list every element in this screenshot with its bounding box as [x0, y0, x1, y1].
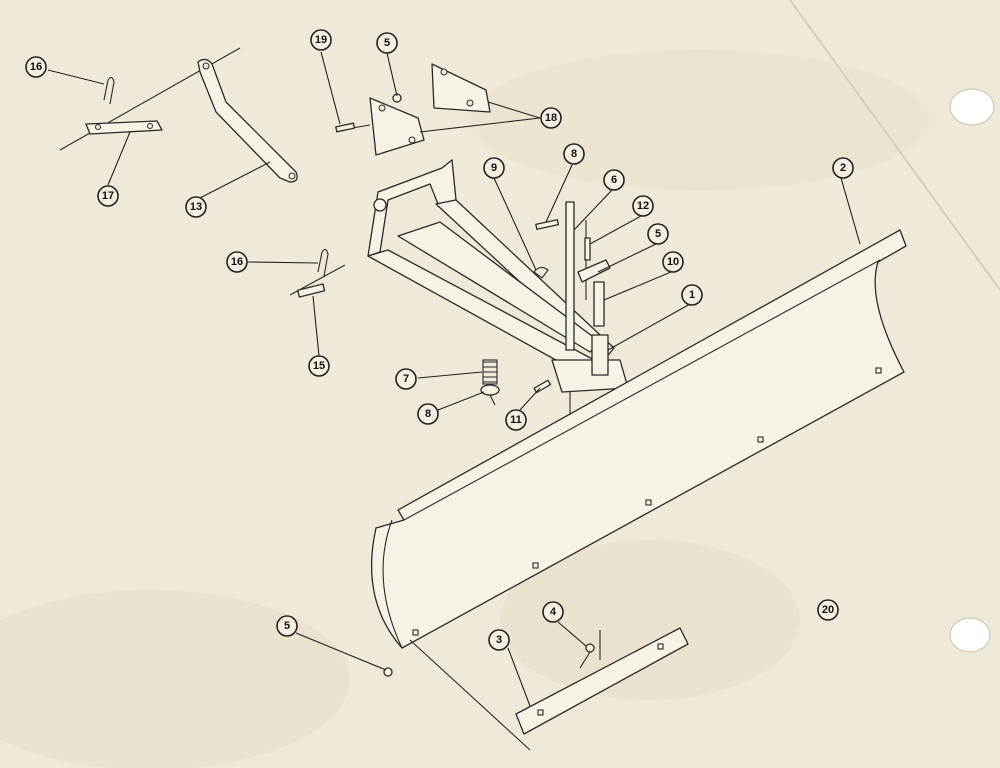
- callout-20: 20: [817, 599, 839, 621]
- callout-16-top: 16: [25, 56, 47, 78]
- svg-text:12: 12: [637, 200, 649, 212]
- svg-text:15: 15: [313, 360, 325, 372]
- callout-17: 17: [97, 185, 119, 207]
- callout-19: 19: [310, 29, 332, 51]
- part-3-cutting-edge: [409, 627, 689, 751]
- part-13-bolt: [584, 237, 591, 261]
- part-17-bar: [85, 120, 163, 135]
- svg-text:5: 5: [384, 37, 390, 49]
- svg-text:9: 9: [491, 162, 497, 174]
- svg-text:17: 17: [102, 190, 114, 202]
- callout-2: 2: [832, 157, 854, 179]
- part-14-arm: [197, 58, 298, 183]
- svg-text:16: 16: [30, 61, 42, 73]
- svg-text:3: 3: [496, 634, 502, 646]
- callout-7: 7: [395, 368, 417, 390]
- part-15-pin: [297, 283, 326, 298]
- part-10-clip: [533, 266, 549, 279]
- svg-text:13: 13: [190, 201, 202, 213]
- callout-6: 6: [603, 169, 625, 191]
- svg-text:8: 8: [571, 148, 577, 160]
- binder-hole-top: [949, 88, 995, 126]
- svg-text:20: 20: [822, 604, 834, 616]
- part-16-cotter-pin-mid: [317, 248, 329, 277]
- callout-14: 13: [185, 196, 207, 218]
- callout-16-mid: 16: [226, 251, 248, 273]
- svg-text:5: 5: [655, 228, 661, 240]
- svg-text:2: 2: [840, 162, 846, 174]
- callout-8: 8: [417, 403, 439, 425]
- svg-text:1: 1: [689, 289, 695, 301]
- svg-text:11: 11: [510, 414, 522, 426]
- part-7-spring: [482, 359, 498, 385]
- callout-5-bottom: 5: [276, 615, 298, 637]
- svg-text:16: 16: [231, 256, 243, 268]
- callout-13: 12: [632, 195, 654, 217]
- svg-text:7: 7: [403, 373, 409, 385]
- callout-5-mid: 5: [647, 223, 669, 245]
- svg-text:8: 8: [425, 408, 431, 420]
- callout-4: 4: [542, 601, 564, 623]
- svg-text:5: 5: [284, 620, 290, 632]
- callout-12: 11: [505, 409, 527, 431]
- part-5-plate-mid: [577, 259, 611, 283]
- callout-11: 10: [662, 251, 684, 273]
- part-6-rod: [565, 201, 575, 351]
- part-19-bolt: [335, 122, 356, 133]
- svg-text:18: 18: [545, 112, 557, 124]
- callout-9: 8: [563, 143, 585, 165]
- part-8-washer: [480, 384, 500, 396]
- callout-3: 3: [488, 629, 510, 651]
- part-18-plates: [369, 63, 491, 156]
- callout-15: 15: [308, 355, 330, 377]
- part-11-sleeve: [593, 281, 605, 327]
- svg-text:10: 10: [667, 256, 679, 268]
- callout-18: 18: [540, 107, 562, 129]
- callout-leaders: [47, 51, 861, 707]
- binder-hole-bottom: [949, 617, 991, 653]
- svg-text:4: 4: [550, 606, 557, 618]
- part-4-bolt: [579, 643, 595, 669]
- callout-10: 9: [483, 157, 505, 179]
- part-2-blade: [370, 229, 907, 649]
- svg-text:19: 19: [315, 34, 327, 46]
- svg-text:6: 6: [611, 174, 617, 186]
- callout-5-top: 5: [376, 32, 398, 54]
- callout-1: 1: [681, 284, 703, 306]
- part-16-cotter-pin-top: [103, 76, 115, 105]
